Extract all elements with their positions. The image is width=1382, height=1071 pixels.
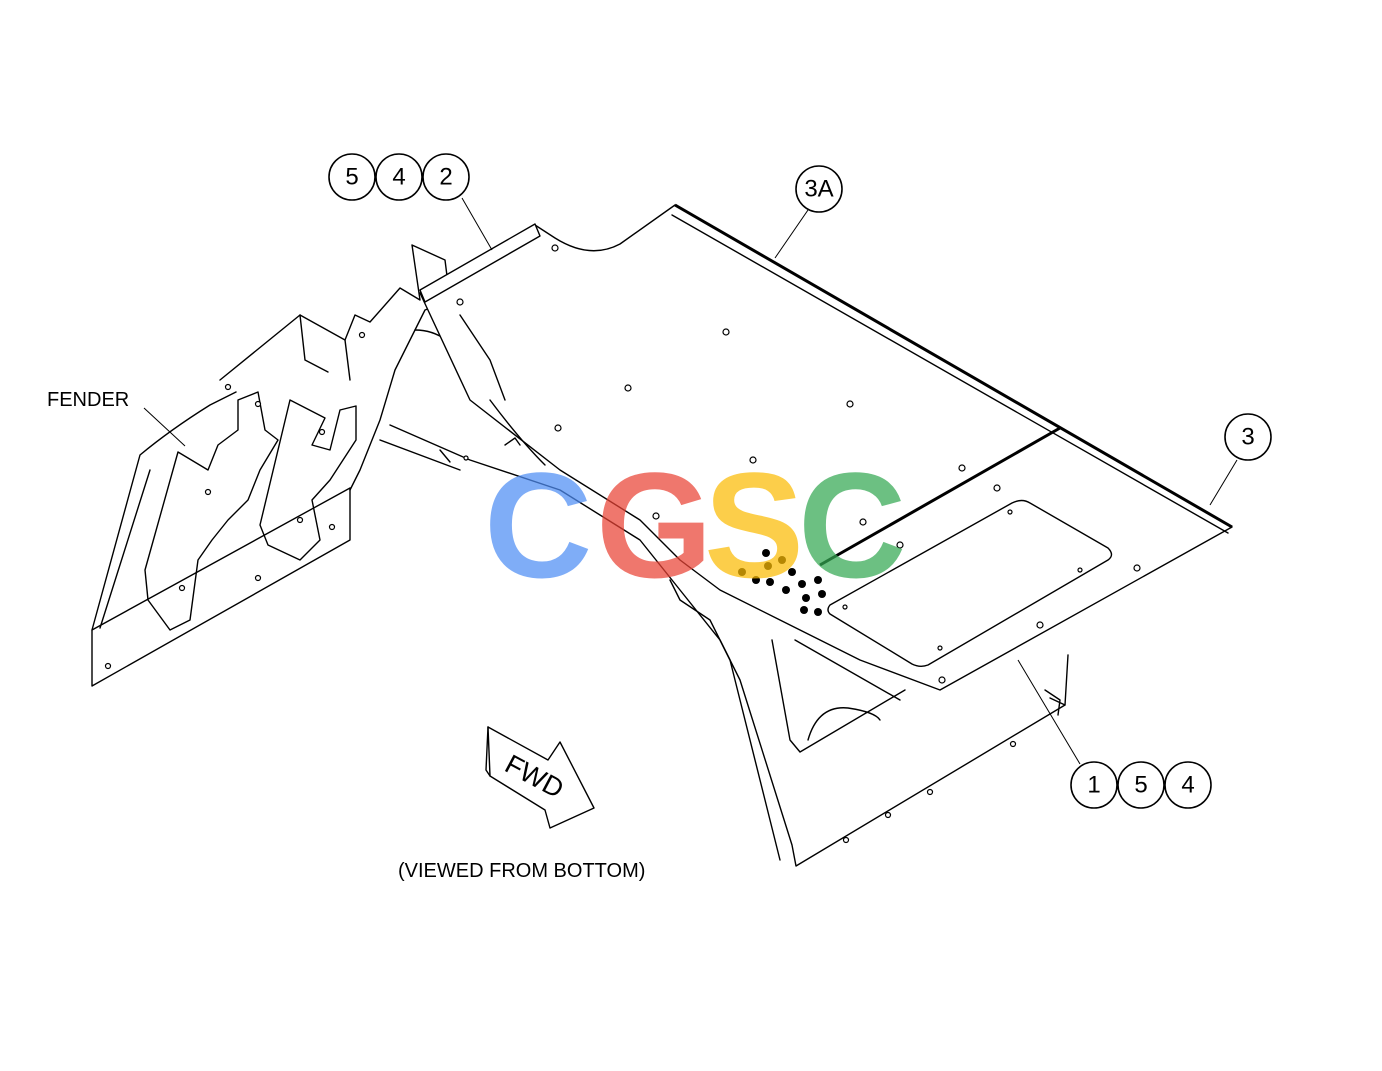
- callout-1-5-4: 1 5 4: [1070, 761, 1212, 809]
- callout-number: 1: [1087, 772, 1100, 799]
- svg-text:G: G: [596, 441, 713, 609]
- lower-frame: [379, 314, 1069, 867]
- svg-text:C: C: [484, 441, 592, 609]
- fender-assembly: [91, 244, 471, 687]
- callout-3: 3: [1224, 413, 1272, 461]
- callout-number: 3A: [804, 176, 833, 203]
- callout-number: 3: [1241, 424, 1254, 451]
- bolt-cluster: [738, 549, 826, 616]
- watermark-logo: C G S C: [484, 441, 906, 609]
- fender-label: FENDER: [47, 389, 129, 411]
- leader-lines: [143, 197, 1238, 765]
- callout-number: 4: [1181, 772, 1194, 799]
- fwd-arrow-icon: FWD: [485, 726, 595, 829]
- view-note: (VIEWED FROM BOTTOM): [398, 860, 645, 882]
- callout-3a: 3A: [795, 165, 843, 213]
- floor-plate: [419, 203, 1233, 691]
- callout-number: 5: [1134, 772, 1147, 799]
- callout-5-4-2: 5 4 2: [328, 153, 470, 201]
- callout-number: 4: [392, 164, 405, 191]
- callout-number: 5: [345, 164, 358, 191]
- svg-text:C: C: [798, 441, 906, 609]
- callout-number: 2: [439, 164, 452, 191]
- svg-text:S: S: [704, 441, 804, 609]
